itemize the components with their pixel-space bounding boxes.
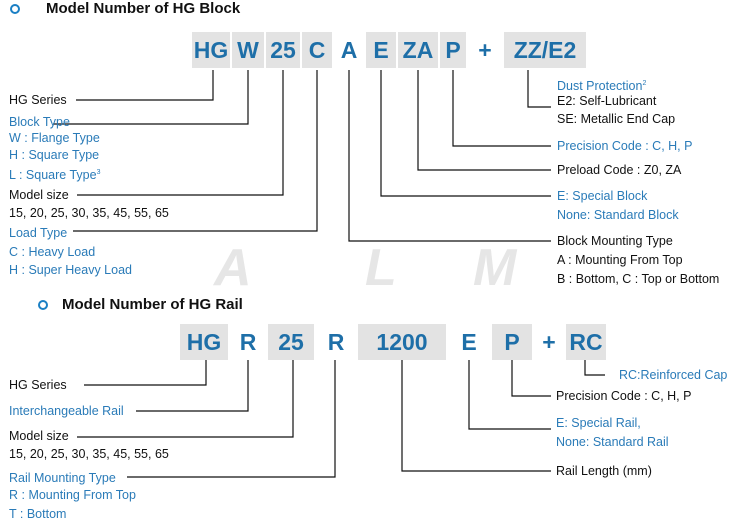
rail-label-special: E: Special Rail, bbox=[556, 416, 641, 430]
rail-label-cap: RC:Reinforced Cap bbox=[619, 368, 728, 382]
block-label-dust: Dust Protection2 bbox=[557, 79, 647, 94]
block-label-series: HG Series bbox=[9, 93, 67, 107]
block-label-mounting: Block Mounting Type bbox=[557, 234, 673, 248]
block-label-dust-sup: 2 bbox=[642, 80, 647, 87]
rail-heading: Model Number of HG Rail bbox=[62, 296, 243, 313]
block-code-c: C bbox=[302, 32, 332, 68]
block-label-sizes: 15, 20, 25, 30, 35, 45, 55, 65 bbox=[9, 206, 169, 220]
rail-code-p: P bbox=[492, 324, 532, 360]
block-label-super-heavy: H : Super Heavy Load bbox=[9, 263, 132, 277]
rail-label-sizes: 15, 20, 25, 30, 35, 45, 55, 65 bbox=[9, 447, 169, 461]
block-label-square-h: H : Square Type bbox=[9, 148, 100, 162]
block-label-heavy: C : Heavy Load bbox=[9, 245, 96, 259]
block-label-se: SE: Metallic End Cap bbox=[557, 112, 676, 126]
block-code-w: W bbox=[232, 32, 264, 68]
watermark-letter-l: L bbox=[365, 239, 397, 297]
block-label-preload: Preload Code : Z0, ZA bbox=[557, 163, 682, 177]
rail-code-r: R bbox=[239, 328, 257, 355]
block-code-a: A bbox=[340, 36, 358, 63]
block-label-block-type: Block Type bbox=[9, 115, 70, 129]
block-heading-bullet bbox=[10, 4, 20, 14]
rail-code-r2: R bbox=[327, 328, 345, 355]
watermark-letter-m: M bbox=[473, 239, 517, 297]
rail-label-mount-bottom: T : Bottom bbox=[9, 507, 67, 521]
rail-code-1200: 1200 bbox=[358, 324, 446, 360]
block-code-p: P bbox=[440, 32, 466, 68]
block-label-load-type: Load Type bbox=[9, 226, 68, 240]
block-label-precision: Precision Code : C, H, P bbox=[557, 139, 693, 153]
block-label-mount-top: A : Mounting From Top bbox=[557, 253, 683, 267]
block-label-model-size: Model size bbox=[9, 188, 69, 202]
block-code-hg: HG bbox=[192, 32, 230, 68]
rail-label-interchangeable: Interchangeable Rail bbox=[9, 404, 124, 418]
block-label-e2: E2: Self-Lubricant bbox=[557, 94, 657, 108]
block-code-e: E bbox=[366, 32, 396, 68]
block-code-za: ZA bbox=[398, 32, 438, 68]
watermark-letter-a: A bbox=[214, 239, 252, 297]
rail-label-precision: Precision Code : C, H, P bbox=[556, 389, 692, 403]
block-label-special: E: Special Block bbox=[557, 189, 648, 203]
block-label-flange: W : Flange Type bbox=[9, 131, 100, 145]
block-heading: Model Number of HG Block bbox=[46, 0, 241, 17]
rail-label-standard: None: Standard Rail bbox=[556, 435, 669, 449]
block-label-square-l-sup: 3 bbox=[96, 169, 101, 176]
block-code-zz-e2: ZZ/E2 bbox=[504, 32, 586, 68]
block-code-plus: + bbox=[478, 36, 492, 63]
block-label-square-l: L : Square Type3 bbox=[9, 168, 101, 183]
block-label-mount-bottom: B : Bottom, C : Top or Bottom bbox=[557, 272, 720, 286]
rail-label-mount-top: R : Mounting From Top bbox=[9, 488, 136, 502]
rail-code-25: 25 bbox=[268, 324, 314, 360]
rail-label-series: HG Series bbox=[9, 378, 67, 392]
block-code-25: 25 bbox=[266, 32, 300, 68]
rail-label-model-size: Model size bbox=[9, 429, 69, 443]
rail-label-mounting: Rail Mounting Type bbox=[9, 471, 116, 485]
block-label-standard: None: Standard Block bbox=[557, 208, 679, 222]
rail-code-plus: + bbox=[542, 328, 556, 355]
rail-code-rc: RC bbox=[566, 324, 606, 360]
rail-heading-bullet bbox=[38, 300, 48, 310]
rail-code-hg: HG bbox=[180, 324, 228, 360]
rail-label-length: Rail Length (mm) bbox=[556, 464, 652, 478]
rail-code-e: E bbox=[461, 328, 477, 355]
